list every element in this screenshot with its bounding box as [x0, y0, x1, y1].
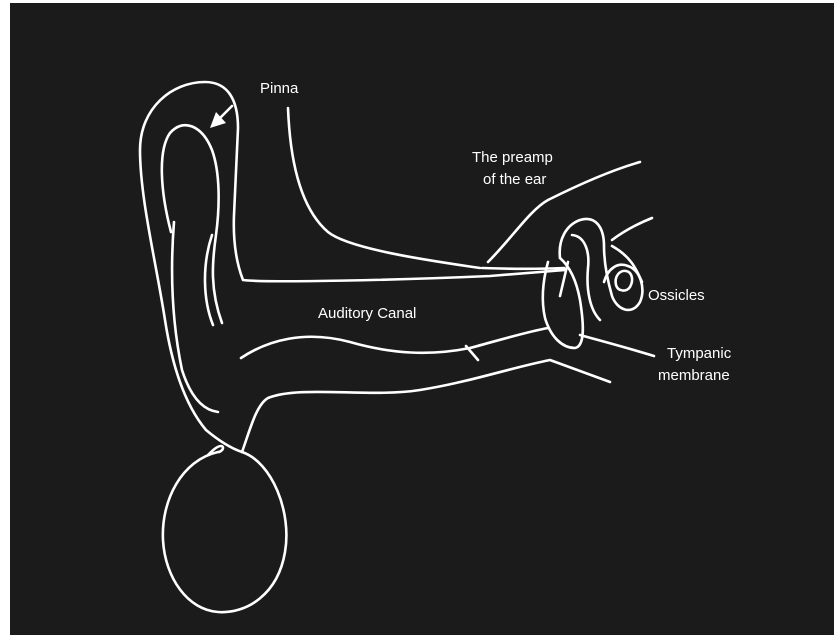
- label-tympanic-line2: membrane: [658, 367, 730, 384]
- earlobe: [163, 452, 287, 612]
- label-ossicles: Ossicles: [648, 287, 705, 304]
- label-auditory-canal: Auditory Canal: [318, 305, 416, 322]
- canal-lower-inner-wall: [241, 328, 548, 358]
- label-preamp-line2: of the ear: [483, 171, 546, 188]
- pinna-outer-contour: [140, 82, 565, 452]
- helix-inner-fold: [162, 125, 222, 323]
- canal-inner-wall: [482, 268, 564, 269]
- ossicles-outline: [560, 219, 643, 310]
- label-tympanic-line1: Tympanic: [667, 345, 732, 362]
- middle-ear-outer-curve: [612, 218, 652, 240]
- tympanic-pointer: [580, 335, 654, 356]
- label-preamp-line1: The preamp: [472, 149, 553, 166]
- canal-lower-wall: [242, 360, 610, 452]
- label-pinna: Pinna: [260, 80, 299, 97]
- stapes-ring: [616, 271, 632, 291]
- canal-upper-wall: [288, 108, 480, 268]
- concha-curve: [205, 235, 213, 325]
- ossicle-inner-detail: [572, 235, 600, 320]
